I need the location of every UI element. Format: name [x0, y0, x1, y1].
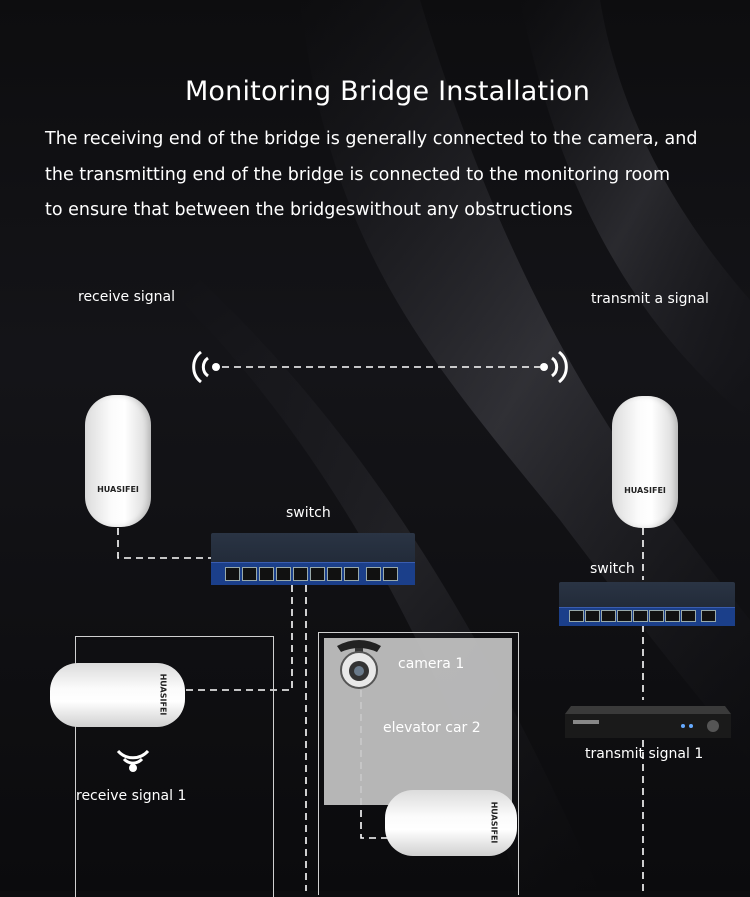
camera-label: camera 1 — [398, 656, 465, 672]
transmit-signal-label: transmit a signal — [591, 291, 709, 307]
camera-icon — [337, 640, 381, 689]
brand-label: HUASIFEI — [158, 673, 168, 716]
switch-right-label: switch — [590, 561, 635, 577]
nvr-icon — [565, 706, 731, 738]
switch-right-device — [559, 582, 735, 626]
brand-label: HUASIFEI — [624, 486, 666, 495]
receive-signal-1-device: HUASIFEI — [50, 663, 185, 727]
description-line-2: the transmitting end of the bridge is co… — [45, 164, 671, 185]
brand-label: HUASIFEI — [97, 485, 139, 494]
description: The receiving end of the bridge is gener… — [45, 122, 735, 229]
receive-signal-area — [75, 636, 274, 897]
receive-signal-1-label: receive signal 1 — [76, 788, 187, 804]
wifi-right-icon — [540, 350, 568, 384]
wifi-down-icon — [116, 749, 150, 772]
switch-left-label: switch — [286, 505, 331, 521]
elevator-shaft — [318, 632, 519, 895]
elevator-bridge-device: HUASIFEI — [385, 790, 517, 856]
description-line-3: to ensure that between the bridgeswithou… — [45, 200, 573, 220]
transmit-signal-1-label: transmit signal 1 — [585, 746, 704, 762]
wifi-left-icon — [192, 350, 220, 384]
receive-signal-label: receive signal — [78, 289, 176, 305]
description-line-1: The receiving end of the bridge is gener… — [45, 129, 698, 149]
receive-bridge-device: HUASIFEI — [85, 395, 151, 527]
elevator-label: elevator car 2 — [383, 720, 481, 736]
transmit-bridge-device: HUASIFEI — [612, 396, 678, 528]
brand-label: HUASIFEI — [489, 801, 499, 844]
page-title: Monitoring Bridge Installation — [184, 76, 591, 107]
switch-left-device — [211, 533, 415, 585]
